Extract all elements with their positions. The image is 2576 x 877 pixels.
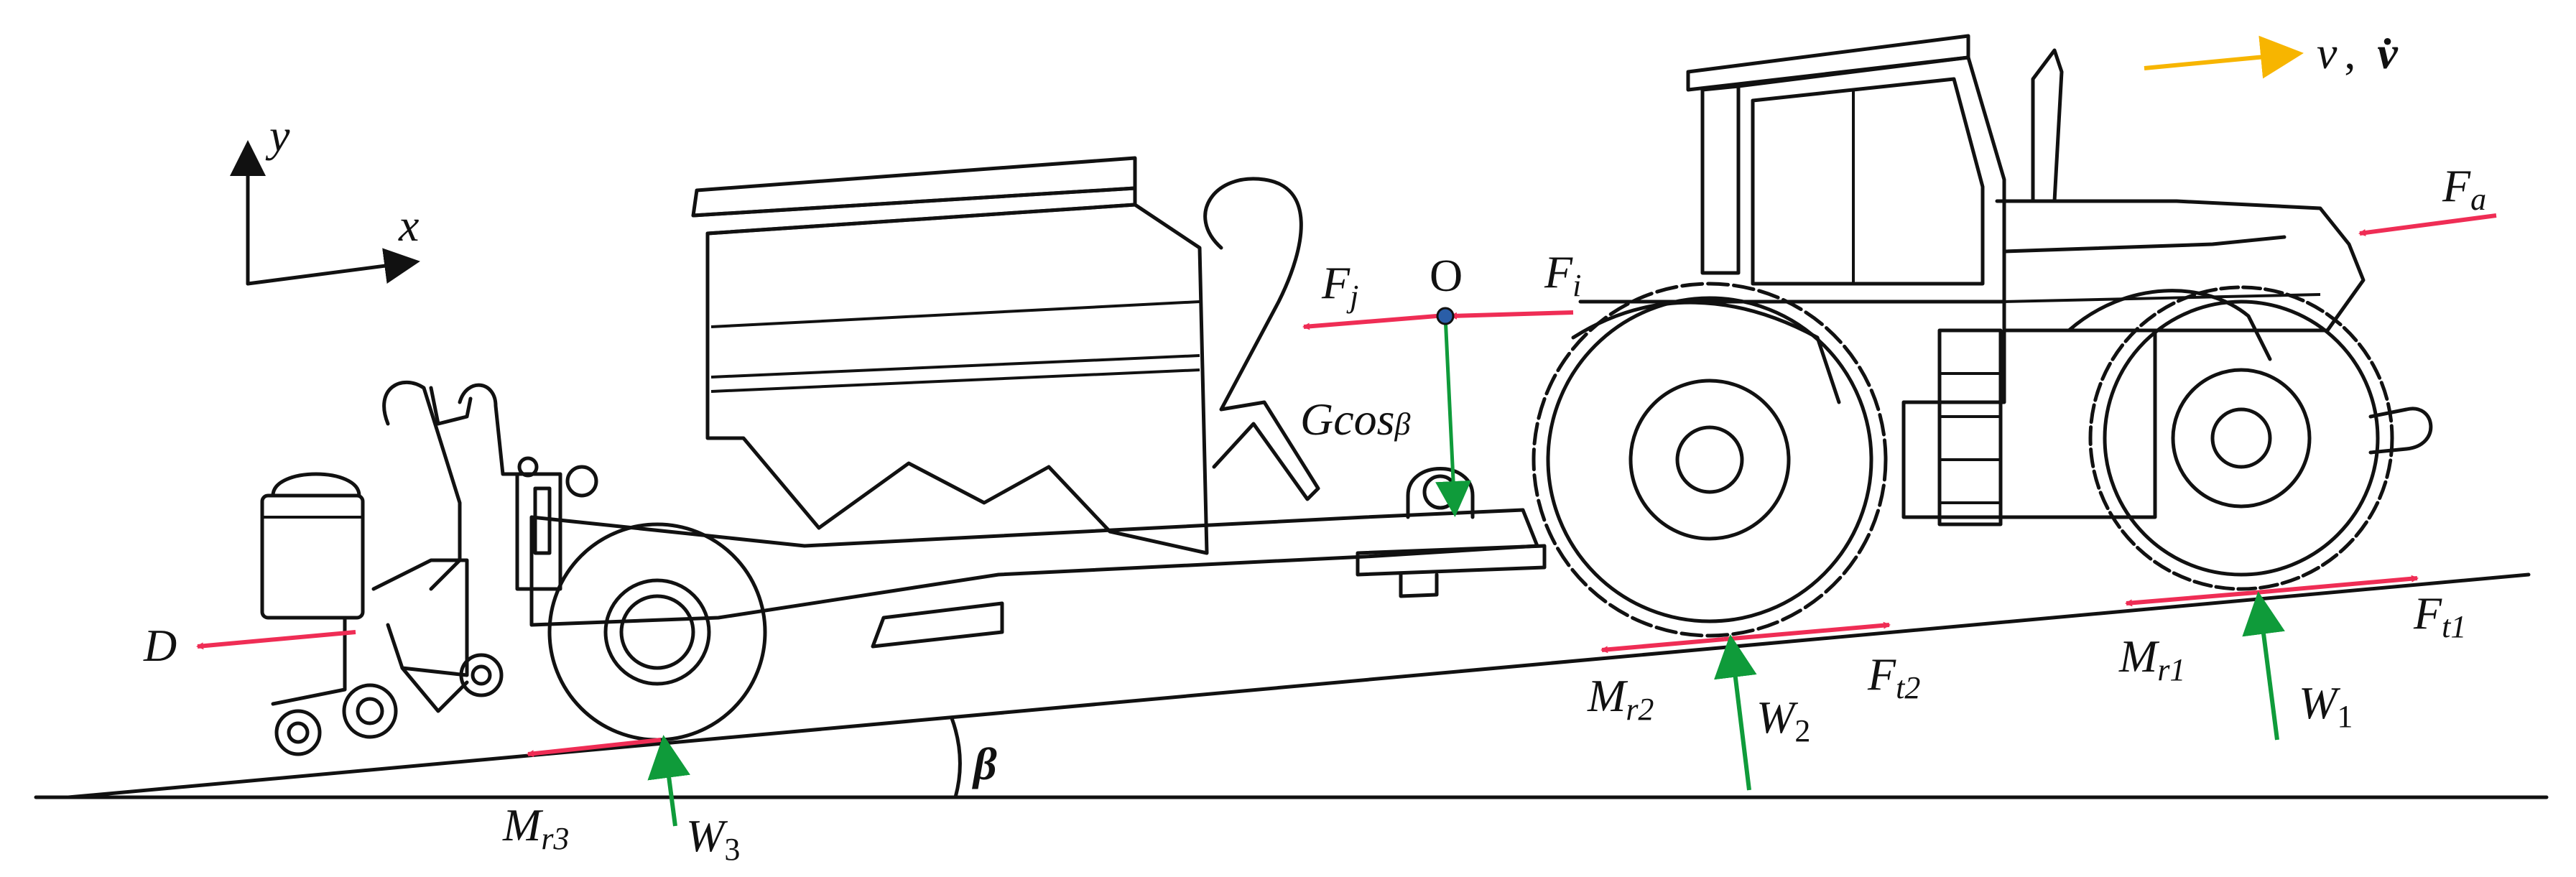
- moment-mr3-sub: r3: [541, 821, 569, 856]
- moment-mr1-sub: r1: [2157, 652, 2185, 687]
- moment-mr2-label: Mr2: [1587, 670, 1654, 727]
- moment-mr1-arrow: [2125, 590, 2256, 607]
- force-d-label: D: [143, 620, 177, 671]
- force-d-arrow: [196, 630, 356, 650]
- moment-mr1-main: M: [2118, 631, 2160, 682]
- force-ft1-label: Ft1: [2413, 588, 2466, 644]
- tractor: [1532, 34, 2433, 638]
- gravity-beta: β: [1394, 407, 1411, 442]
- force-w1-main: W: [2299, 677, 2341, 728]
- force-fa-arrow: [2358, 213, 2497, 236]
- force-fj-main: F: [1321, 257, 1350, 308]
- slope-line: [66, 572, 2531, 799]
- force-fj-label: Fj: [1321, 257, 1358, 314]
- labels: y x v,v̇ Fa Fi O Fj Gcosβ D β Mr3 W3 Mr2…: [143, 27, 2486, 867]
- force-w2-sub: 2: [1794, 713, 1810, 748]
- force-ft1-arrow: [2255, 575, 2419, 595]
- force-w1-arrow: [2242, 591, 2285, 741]
- point-o-marker: [1436, 307, 1455, 325]
- axis-x-label: x: [398, 200, 419, 251]
- moment-mr3-label: Mr3: [502, 799, 569, 856]
- coordinate-axes: [230, 140, 420, 286]
- force-w3-sub: 3: [724, 832, 740, 867]
- force-w2-main: W: [1756, 692, 1799, 743]
- moment-mr2-main: M: [1587, 670, 1628, 721]
- seeder-wheel: [547, 522, 767, 742]
- force-w3-label: W3: [686, 810, 740, 867]
- gravity-arrow: [1435, 315, 1472, 517]
- force-fa-label: Fa: [2442, 160, 2486, 217]
- force-fi-label: Fi: [1544, 246, 1581, 303]
- gravity-label: Gcosβ: [1300, 394, 1411, 445]
- gravity-main: Gcos: [1300, 394, 1395, 445]
- force-fj-sub: j: [1346, 279, 1358, 314]
- force-ft2-main: F: [1867, 649, 1896, 700]
- tractor-rear-wheel: [1532, 282, 1888, 638]
- force-w3-arrow: [647, 735, 690, 827]
- velocity-label: v, v̇: [2317, 27, 2398, 78]
- velocity-sep: ,: [2344, 27, 2355, 78]
- velocity-arrow: [2144, 35, 2304, 79]
- force-ft1-main: F: [2413, 588, 2442, 639]
- angle-arc: [950, 716, 962, 799]
- velocity-vdot: v̇: [2377, 27, 2398, 78]
- moment-mr2-sub: r2: [1626, 692, 1654, 727]
- force-fi-main: F: [1544, 246, 1573, 297]
- force-w1-sub: 1: [2337, 699, 2353, 734]
- angle-label: β: [972, 738, 997, 789]
- moment-mr3-arrow: [527, 738, 662, 758]
- force-fa-main: F: [2442, 160, 2471, 211]
- axis-y-label: y: [265, 110, 290, 161]
- force-w1-label: W1: [2299, 677, 2353, 734]
- force-ft1-sub: t1: [2442, 609, 2466, 644]
- tractor-front-wheel: [2088, 285, 2394, 591]
- point-o-label: O: [1430, 250, 1463, 301]
- force-w3-main: W: [686, 810, 728, 861]
- force-ft2-label: Ft2: [1867, 649, 1920, 705]
- moment-mr2-arrow: [1600, 637, 1725, 654]
- moment-mr3-main: M: [502, 799, 544, 850]
- force-w2-label: W2: [1756, 692, 1810, 748]
- force-fi-arrow: [1450, 310, 1574, 320]
- force-fa-sub: a: [2470, 182, 2486, 217]
- velocity-v: v: [2317, 27, 2338, 78]
- seeder-machine: [260, 156, 1547, 756]
- force-fi-sub: i: [1572, 268, 1581, 303]
- force-fj-arrow: [1302, 314, 1437, 330]
- force-arrows: [196, 35, 2497, 827]
- force-ft2-sub: t2: [1896, 670, 1920, 705]
- force-w2-arrow: [1714, 634, 1757, 791]
- moment-mr1-label: Mr1: [2118, 631, 2185, 687]
